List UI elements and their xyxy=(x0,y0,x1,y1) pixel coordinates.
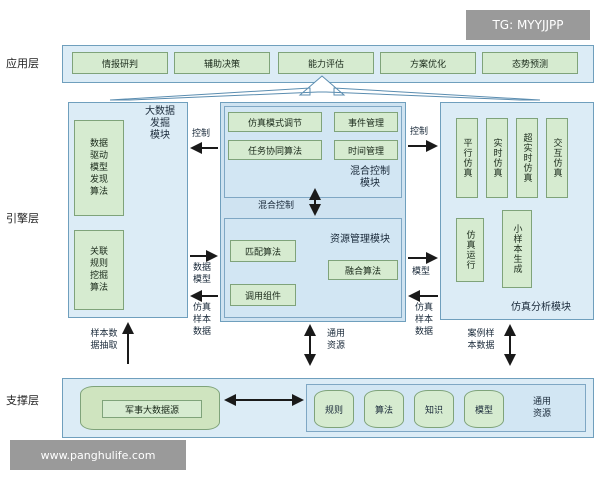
parallel-sim-box: 平行仿真 xyxy=(456,118,478,198)
military-db-container: 军事大数据源 xyxy=(80,386,220,430)
sim-sample-left-label: 仿真 样本 数据 xyxy=(192,303,211,337)
sim-mode-adjust-box: 仿真模式调节 xyxy=(228,112,322,132)
sim-analysis-module-title: 仿真分析模块 xyxy=(511,302,571,313)
data-driven-model-discovery-box: 数据 驱动 模型 发现 算法 xyxy=(74,120,124,216)
resource-management-title: 资源管理模块 xyxy=(330,234,390,245)
model-label: 模型 xyxy=(412,267,431,277)
watermark-bottom: www.panghulife.com xyxy=(10,440,186,470)
association-rule-mining-box: 关联 规则 挖掘 算法 xyxy=(74,230,124,310)
app-item-4: 方案优化 xyxy=(380,52,476,74)
hybrid-control-module-title: 混合控制 模块 xyxy=(350,166,390,189)
super-realtime-sim-box: 超实时仿真 xyxy=(516,118,538,198)
app-item-5: 态势预测 xyxy=(482,52,578,74)
case-sample-label: 案例样 本数据 xyxy=(467,329,495,351)
matching-algorithm-box: 匹配算法 xyxy=(230,240,296,262)
common-resource-label: 通用 资源 xyxy=(532,397,551,419)
time-management-box: 时间管理 xyxy=(334,140,398,160)
layer-label-app: 应用层 xyxy=(6,57,39,70)
fusion-algorithm-box: 融合算法 xyxy=(328,260,398,280)
military-bigdata-source: 军事大数据源 xyxy=(102,400,202,418)
task-cooperation-algorithm-box: 任务协同算法 xyxy=(228,140,322,160)
algorithms-cylinder: 算法 xyxy=(364,390,404,428)
common-resource-mid-label: 通用 资源 xyxy=(326,329,345,351)
call-component-box: 调用组件 xyxy=(230,284,296,306)
interactive-sim-box: 交互仿真 xyxy=(546,118,568,198)
small-sample-generation-box: 小样本生成 xyxy=(502,210,532,288)
layer-label-support: 支撑层 xyxy=(6,394,39,407)
app-item-2: 辅助决策 xyxy=(174,52,270,74)
hybrid-control-label: 混合控制 xyxy=(258,201,295,211)
watermark-top: TG: MYYJJPP xyxy=(466,10,590,40)
app-item-1: 情报研判 xyxy=(72,52,168,74)
event-management-box: 事件管理 xyxy=(334,112,398,132)
app-item-3: 能力评估 xyxy=(278,52,374,74)
rules-cylinder: 规则 xyxy=(314,390,354,428)
sim-run-box: 仿真运行 xyxy=(456,218,484,282)
control-right-label: 控制 xyxy=(410,127,429,137)
knowledge-cylinder: 知识 xyxy=(414,390,454,428)
control-left-label: 控制 xyxy=(192,129,211,139)
data-model-label: 数据 模型 xyxy=(192,263,211,285)
models-cylinder: 模型 xyxy=(464,390,504,428)
bigdata-module-title: 大数据 发掘 模块 xyxy=(145,106,175,141)
layer-label-engine: 引擎层 xyxy=(6,212,39,225)
realtime-sim-box: 实时仿真 xyxy=(486,118,508,198)
sim-sample-right-label: 仿真 样本 数据 xyxy=(414,303,433,337)
sample-extract-label: 样本数 据抽取 xyxy=(90,329,118,351)
app-up-arrow xyxy=(109,75,541,101)
